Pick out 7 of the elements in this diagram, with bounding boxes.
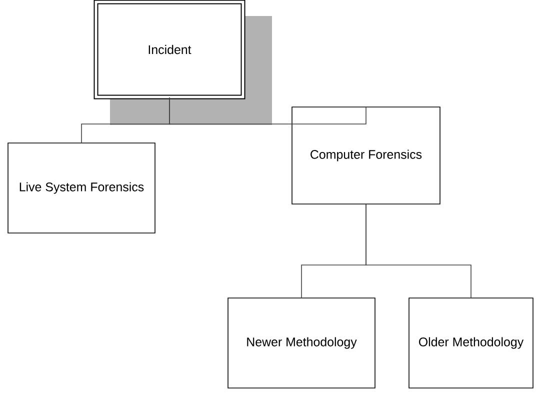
process-box: Newer Methodology (228, 298, 376, 388)
process-box: Computer Forensics (292, 106, 440, 204)
connector-line (366, 204, 472, 298)
process-box: Older Methodology (408, 298, 534, 388)
process-box: Live System Forensics (8, 142, 156, 234)
connector-line (169, 97, 366, 124)
root-box: Incident (94, 0, 246, 100)
